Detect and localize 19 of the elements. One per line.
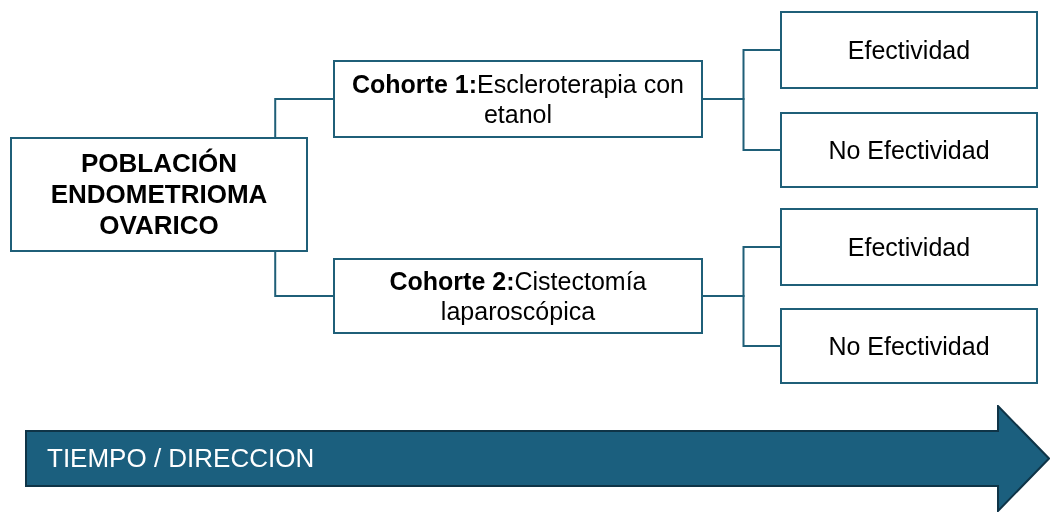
population-box xyxy=(10,137,308,252)
connector-line xyxy=(274,251,334,297)
box-label: POBLACIÓN ENDOMETRIOMA OVARICO xyxy=(49,147,269,242)
box-label: No Efectividad xyxy=(828,135,990,165)
box-label: Efectividad xyxy=(847,232,971,262)
outcome-box xyxy=(780,112,1038,188)
outcome-box xyxy=(780,11,1038,89)
connector-line xyxy=(702,98,781,151)
connector-line xyxy=(274,98,334,138)
box-label: No Efectividad xyxy=(828,331,990,361)
connector-line xyxy=(702,295,781,347)
process-box xyxy=(333,258,703,334)
box-label: Cohorte 1:Escleroterapia con etanol xyxy=(350,69,686,129)
outcome-box xyxy=(780,208,1038,286)
arrow-label: TIEMPO / DIRECCION xyxy=(47,442,315,475)
box-label: Efectividad xyxy=(847,35,971,65)
outcome-box xyxy=(780,308,1038,384)
process-box xyxy=(333,60,703,138)
box-label: Cohorte 2:Cistectomía laparoscópica xyxy=(388,266,648,326)
